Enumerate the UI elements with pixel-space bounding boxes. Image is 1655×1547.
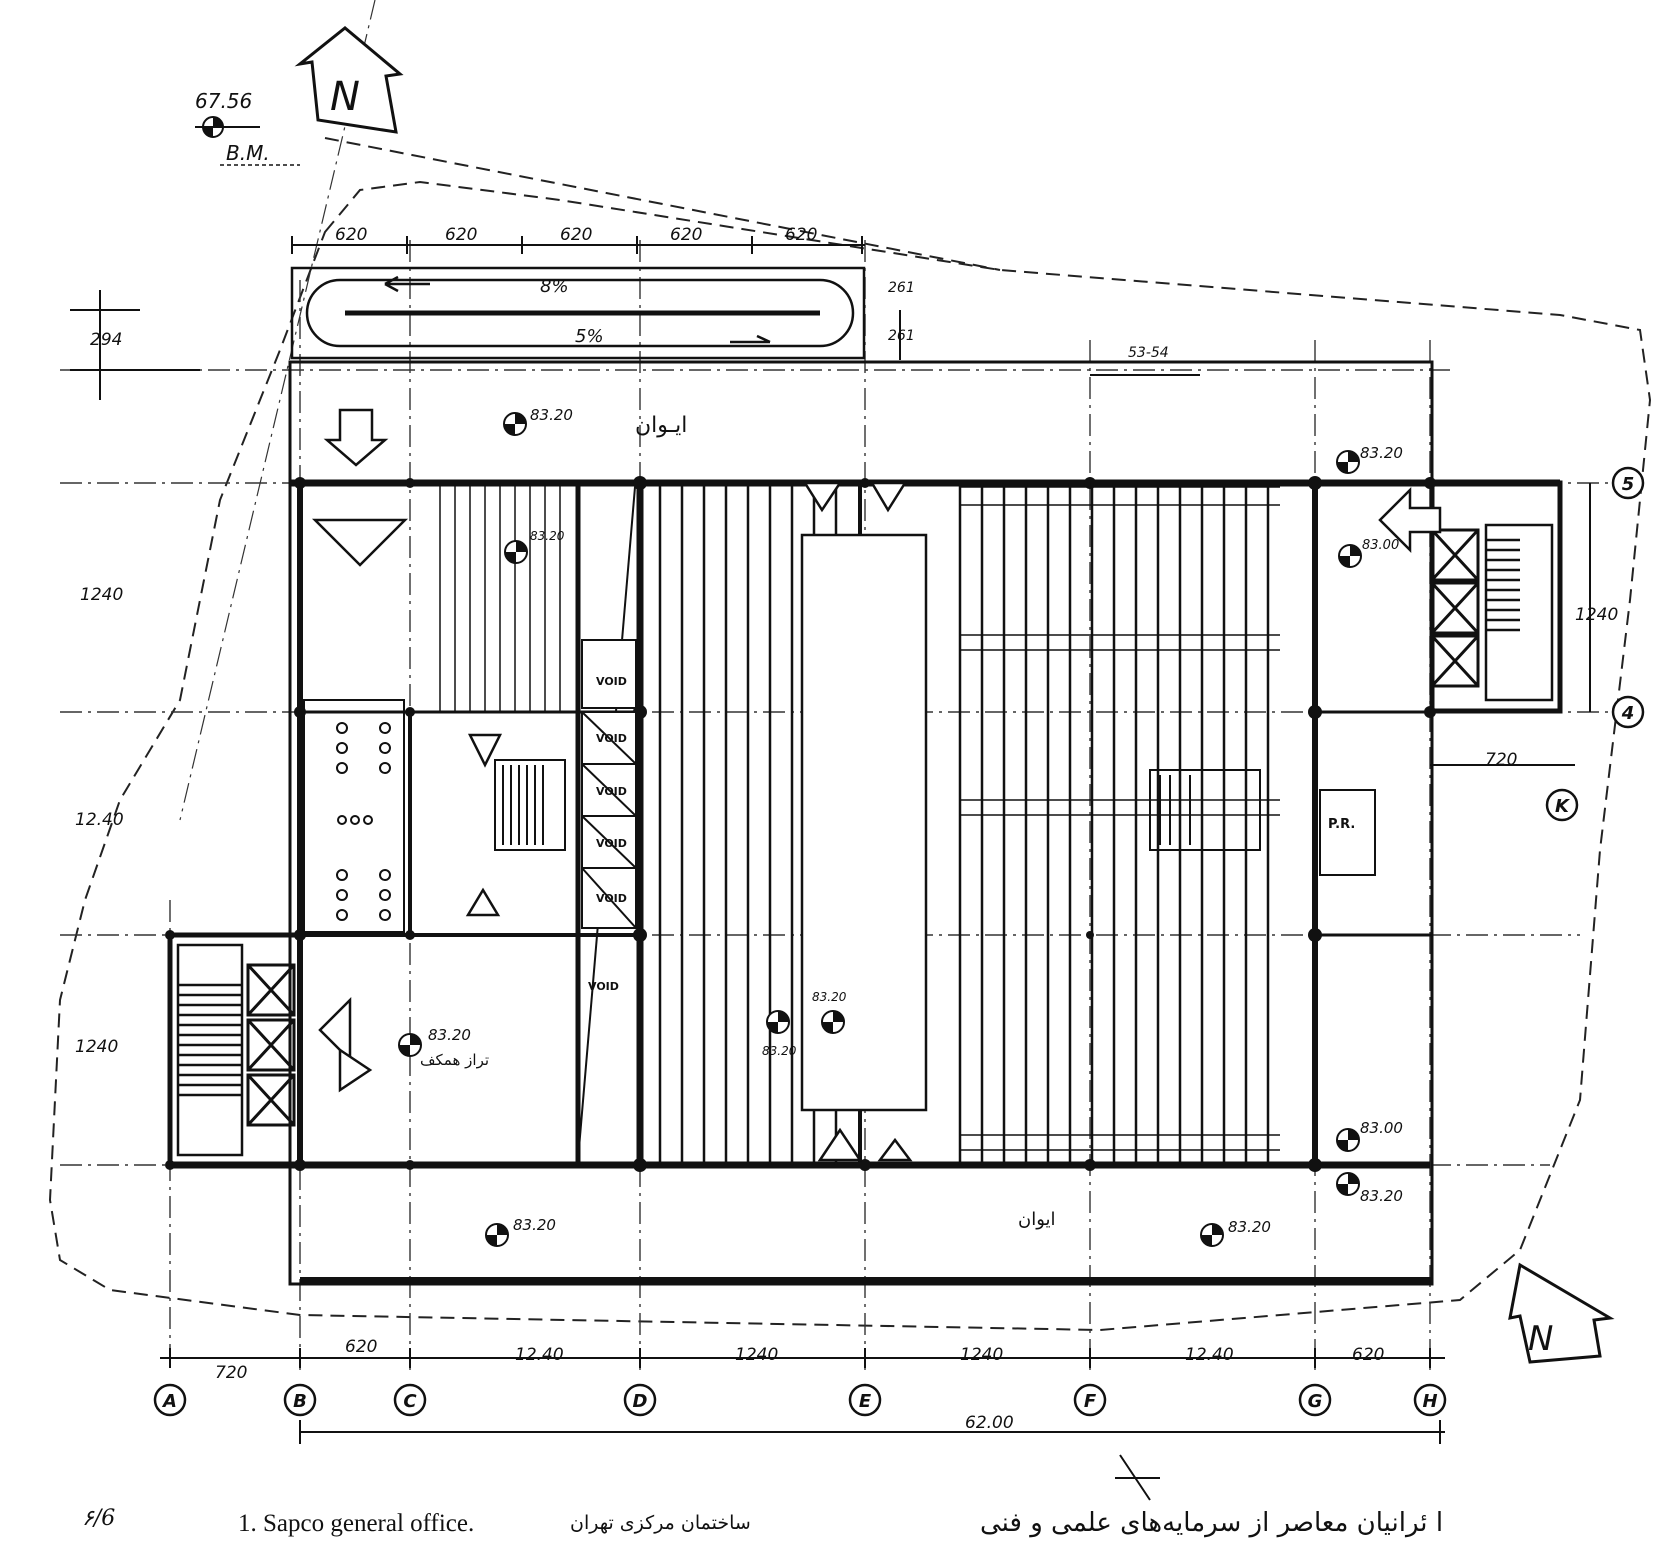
- ramp: 8% 5%: [290, 266, 866, 360]
- stair-strips-entrance: [439, 483, 561, 712]
- grid-label-C: C: [403, 1391, 417, 1412]
- left-dim: 1240: [75, 1037, 118, 1057]
- ramp-slope-lower: 5%: [575, 326, 604, 347]
- grid-label-4: 4: [1621, 703, 1635, 724]
- grid-label-K: K: [1555, 796, 1571, 817]
- dimension-labels: 620 620 620 620 620 720 620 12.40 1240 1…: [75, 225, 1618, 1433]
- right-dim: 720: [1485, 750, 1517, 770]
- north-label: N: [330, 74, 360, 120]
- level-label: 83.20: [513, 1216, 556, 1234]
- left-dim: 12.40: [75, 810, 124, 830]
- top-dim: 620: [670, 225, 702, 245]
- grid-label-B: B: [293, 1391, 307, 1412]
- north-label-small: N: [1528, 1319, 1553, 1359]
- void-label: VOID: [596, 785, 627, 798]
- north-arrow-icon: N: [294, 26, 404, 134]
- benchmark-marker: 67.56 B.M.: [195, 89, 300, 166]
- stair-core-right: [1484, 523, 1554, 702]
- grid-label-G: G: [1308, 1391, 1323, 1412]
- room-label-porch-bottom: ایوان: [1018, 1209, 1056, 1230]
- ramp-dim: 261: [888, 280, 915, 296]
- bottom-dim: 1240: [960, 1345, 1003, 1365]
- void-boxes: [581, 639, 637, 929]
- left-dim: 1240: [80, 585, 123, 605]
- dimension-ticks: [169, 236, 1441, 1501]
- caption-persian-left: ساختمان مرکزی تهران: [570, 1512, 751, 1534]
- grid-label-D: D: [633, 1391, 648, 1412]
- top-dim: 620: [445, 225, 477, 245]
- level-label: 83.20: [428, 1026, 471, 1044]
- overall-dim: 62.00: [965, 1413, 1014, 1433]
- level-label: 83.20: [530, 406, 573, 424]
- grid-label-H: H: [1422, 1391, 1437, 1412]
- grid-label-A: A: [161, 1391, 177, 1412]
- level-label: 83.20: [530, 529, 565, 543]
- pr-room: [1319, 789, 1376, 876]
- top-dim: 620: [335, 225, 367, 245]
- dimension-lines: [70, 244, 1591, 1433]
- entrance-arrows: [311, 408, 1442, 1162]
- north-axis-line: [179, 0, 376, 821]
- top-strips: [960, 486, 1280, 1151]
- grid-label-F: F: [1084, 1391, 1097, 1412]
- caption-persian-right: ا ئرانیان معاصر از سرمایه‌های علمی و فنی: [980, 1508, 1444, 1538]
- north-arrow-icon-small: N: [1508, 1262, 1615, 1364]
- misc-dim: 53-54: [1128, 345, 1169, 361]
- grid-label-5: 5: [1622, 474, 1635, 495]
- room-label-terrace: تراز همکف: [420, 1051, 489, 1069]
- bottom-dim: 1240: [735, 1345, 778, 1365]
- elevator-icon: [246, 528, 1480, 1127]
- toilet-block: [303, 699, 405, 933]
- right-dim: 1240: [1575, 605, 1618, 625]
- benchmark-level: 67.56: [195, 89, 252, 113]
- void-label: VOID: [596, 837, 627, 850]
- grid-label-E: E: [859, 1391, 872, 1412]
- bottom-dim: 12.40: [1185, 1345, 1234, 1365]
- level-label: 83.20: [812, 990, 847, 1004]
- site-boundary: [48, 180, 1652, 1332]
- ramp-dim: 261: [888, 328, 915, 344]
- level-label: 83.00: [1362, 538, 1399, 553]
- void-label: VOID: [596, 892, 627, 905]
- stair-core-left: [176, 943, 244, 1157]
- ramp-slope-upper: 8%: [540, 276, 569, 297]
- central-stair: [494, 759, 1261, 851]
- level-label: 83.20: [1228, 1218, 1271, 1236]
- benchmark-label: B.M.: [226, 141, 270, 165]
- page-number: ۶/6: [82, 1506, 116, 1531]
- top-dim: 620: [785, 225, 817, 245]
- pr-label: P.R.: [1328, 817, 1355, 832]
- level-label: 83.20: [1360, 444, 1403, 462]
- site-boundary-north: [324, 137, 1001, 271]
- hall-strips-right: [958, 483, 1270, 1165]
- grid-bubbles: [153, 466, 1645, 1417]
- void-label: VOID: [596, 675, 627, 688]
- bottom-dim: 620: [1352, 1345, 1384, 1365]
- level-markers: [398, 412, 1362, 1247]
- level-label: 83.20: [1360, 1187, 1403, 1205]
- top-dim: 620: [560, 225, 592, 245]
- room-label-porch-top: ایـوان: [635, 413, 687, 438]
- void-label: VOID: [596, 732, 627, 745]
- level-label: 83.00: [1360, 1119, 1403, 1137]
- level-label: 83.20: [762, 1044, 797, 1058]
- left-dim: 294: [90, 330, 122, 350]
- central-atrium: [800, 533, 928, 1112]
- caption-english: 1. Sapco general office.: [238, 1510, 475, 1537]
- bottom-dim: 620: [345, 1337, 377, 1357]
- void-label: VOID: [588, 980, 619, 993]
- bottom-dim: 12.40: [515, 1345, 564, 1365]
- bottom-dim: 720: [215, 1363, 247, 1383]
